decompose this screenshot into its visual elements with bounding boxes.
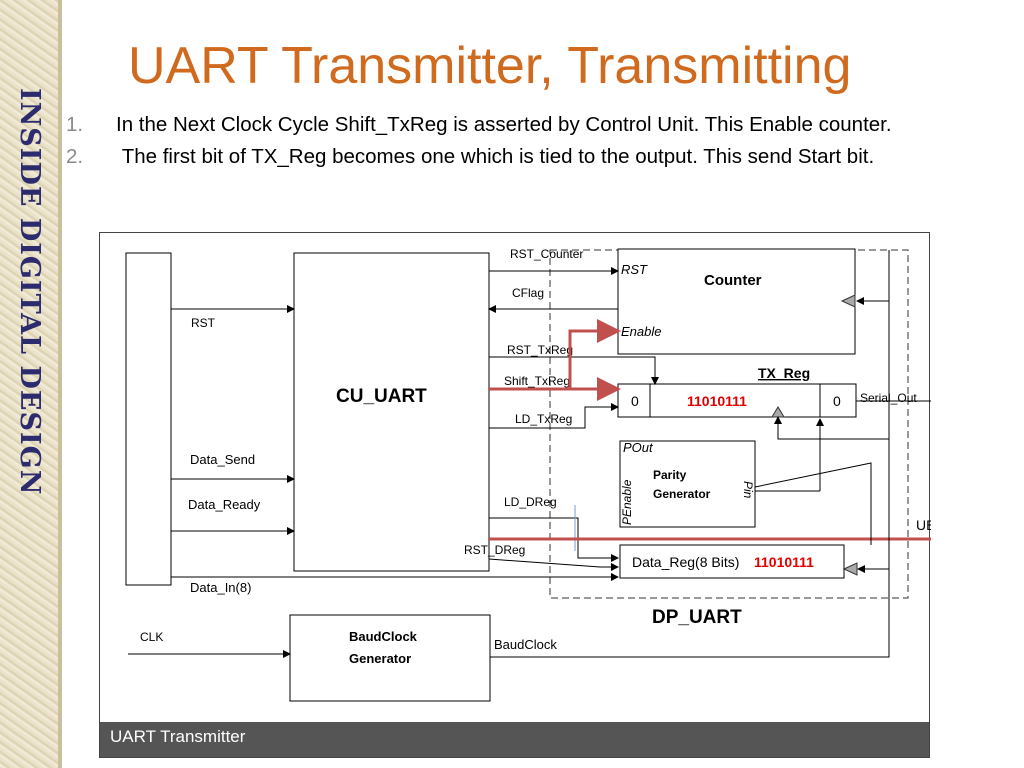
parity-label-line2: Generator (653, 487, 711, 501)
data-send-label: Data_Send (190, 452, 255, 467)
ld-txreg-wire (489, 403, 619, 429)
txreg-clock-wire (774, 416, 889, 440)
baudclock-label-line1: BaudClock (349, 629, 418, 644)
parity-penable-port: PEnable (620, 479, 634, 525)
parity-pin-wire (754, 462, 872, 545)
datareg-clock-triangle (842, 562, 858, 576)
datareg-block (619, 544, 845, 579)
parity-generator-block (619, 440, 756, 528)
ubusy-label: UBusy (916, 517, 931, 533)
host-interface-block (125, 252, 172, 586)
rst-dreg-wire (488, 558, 619, 571)
shift-txreg-label: Shift_TxReg (504, 374, 570, 388)
parity-pout-port: POut (623, 440, 654, 455)
counter-rst-port: RST (621, 262, 648, 277)
bullet-list: 1. In the Next Clock Cycle Shift_TxReg i… (66, 112, 958, 176)
txreg-label: TX_Reg (758, 365, 810, 381)
txreg-bits: 11010111 (687, 393, 747, 409)
baudclock-wire (490, 250, 890, 658)
data-in-label: Data_In(8) (190, 580, 251, 595)
cflag-label: CFlag (512, 286, 544, 300)
sidebar-brand-text: INSIDE DIGITAL DESIGN (14, 88, 45, 496)
counter-label: Counter (704, 272, 762, 289)
diagram-caption: UART Transmitter (110, 727, 246, 746)
sidebar-decoration: INSIDE DIGITAL DESIGN (0, 0, 62, 768)
parity-pin-port: Pin (741, 481, 755, 499)
baudclock-signal-label: BaudClock (494, 637, 557, 652)
bullet-number: 1. (66, 113, 84, 136)
txreg-right-bit: 0 (833, 393, 841, 409)
bullet-text: The first bit of TX_Reg becomes one whic… (116, 145, 875, 168)
ld-dreg-label: LD_DReg (504, 495, 557, 509)
cu-uart-block (293, 252, 490, 572)
datareg-label: Data_Reg(8 Bits) (632, 554, 739, 570)
enable-highlight-wire (568, 319, 621, 389)
rst-dreg-label: RST_DReg (464, 543, 525, 557)
cu-uart-label: CU_UART (336, 386, 427, 407)
txreg-left-bit: 0 (631, 393, 639, 409)
diagram-caption-bar: UART Transmitter (100, 722, 929, 757)
bullet-text: In the Next Clock Cycle Shift_TxReg is a… (116, 113, 892, 136)
bullet-item: 1. In the Next Clock Cycle Shift_TxReg i… (66, 112, 958, 138)
bullet-item: 2. The first bit of TX_Reg becomes one w… (66, 144, 958, 170)
uart-diagram: DP_UART CU_UART Counter RST Enable TX_Re… (99, 232, 970, 758)
baudclock-generator-block (289, 614, 491, 702)
ld-txreg-label: LD_TxReg (515, 412, 572, 426)
rst-txreg-wire (489, 356, 659, 385)
uart-diagram-svg: DP_UART CU_UART Counter RST Enable TX_Re… (125, 247, 970, 702)
slide-title: UART Transmitter, Transmitting (128, 37, 852, 95)
rst-counter-label: RST_Counter (510, 247, 583, 261)
dp-uart-label: DP_UART (652, 607, 742, 628)
baudclock-label-line2: Generator (349, 651, 411, 666)
parity-label-line1: Parity (653, 468, 687, 482)
rst-txreg-label: RST_TxReg (507, 343, 573, 357)
counter-block (617, 248, 856, 355)
data-ready-label: Data_Ready (188, 497, 261, 512)
rst-signal-label: RST (191, 316, 216, 330)
clk-label: CLK (140, 630, 163, 644)
counter-clock-triangle (840, 294, 856, 308)
bullet-number: 2. (66, 145, 84, 168)
datareg-bits: 11010111 (754, 554, 814, 570)
counter-enable-port: Enable (621, 324, 661, 339)
